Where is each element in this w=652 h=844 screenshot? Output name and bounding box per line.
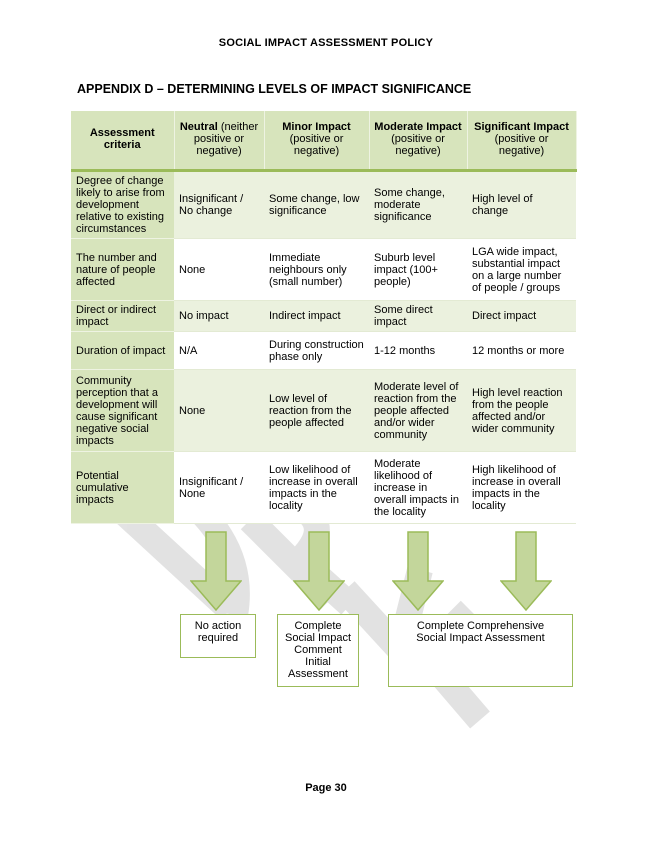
table-cell: 12 months or more [467, 331, 576, 370]
significant-impact-column-header: Significant Impact (positive or negative… [467, 111, 577, 172]
table-cell: Some change, moderate significance [369, 170, 467, 239]
row-criterion: Community perception that a development … [71, 369, 174, 452]
outcome-initial-assessment: Complete Social Impact Comment Initial A… [277, 614, 359, 687]
table-cell: None [174, 369, 264, 452]
outcome-comprehensive-assessment: Complete Comprehensive Social Impact Ass… [388, 614, 573, 687]
table-cell: Direct impact [467, 300, 576, 332]
table-row: Potential cumulative impacts Insignifica… [71, 451, 576, 524]
arrow-down-icon [500, 531, 552, 611]
table-cell: LGA wide impact, substantial impact on a… [467, 238, 576, 301]
table-cell: No impact [174, 300, 264, 332]
table-cell: Insignificant / None [174, 451, 264, 524]
row-criterion: The number and nature of people affected [71, 238, 174, 301]
table-cell: High level reaction from the people affe… [467, 369, 576, 452]
arrow-down-icon [392, 531, 444, 611]
moderate-impact-column-header: Moderate Impact (positive or negative) [369, 111, 468, 172]
arrow-down-icon [293, 531, 345, 611]
table-cell: Moderate likelihood of increase in overa… [369, 451, 467, 524]
table-cell: During construction phase only [264, 331, 369, 370]
table-cell: Some direct impact [369, 300, 467, 332]
table-row: Community perception that a development … [71, 369, 576, 452]
table-row: The number and nature of people affected… [71, 238, 576, 301]
row-criterion: Potential cumulative impacts [71, 451, 174, 524]
table-cell: Moderate level of reaction from the peop… [369, 369, 467, 452]
row-criterion: Degree of change likely to arise from de… [71, 170, 174, 239]
table-cell: High level of change [467, 170, 576, 239]
row-criterion: Direct or indirect impact [71, 300, 174, 332]
table-row: Degree of change likely to arise from de… [71, 170, 576, 239]
table-cell: None [174, 238, 264, 301]
impact-significance-table: Assessment criteria Neutral (neither pos… [71, 111, 577, 524]
table-cell: Low level of reaction from the people af… [264, 369, 369, 452]
appendix-title: APPENDIX D – DETERMINING LEVELS OF IMPAC… [77, 82, 472, 96]
page-number: Page 30 [305, 782, 347, 794]
table-cell: Suburb level impact (100+ people) [369, 238, 467, 301]
table-cell: Some change, low significance [264, 170, 369, 239]
table-cell: N/A [174, 331, 264, 370]
minor-impact-column-header: Minor Impact (positive or negative) [264, 111, 370, 172]
table-row: Direct or indirect impact No impact Indi… [71, 300, 576, 332]
outcome-no-action: No action required [180, 614, 256, 658]
table-row: Duration of impact N/A During constructi… [71, 331, 576, 370]
table-cell: Indirect impact [264, 300, 369, 332]
document-header: SOCIAL IMPACT ASSESSMENT POLICY [218, 37, 434, 49]
criteria-column-header: Assessment criteria [71, 111, 175, 172]
arrow-down-icon [190, 531, 242, 611]
table-cell: 1-12 months [369, 331, 467, 370]
table-header-row: Assessment criteria Neutral (neither pos… [71, 111, 577, 172]
table-cell: High likelihood of increase in overall i… [467, 451, 576, 524]
table-cell: Immediate neighbours only (small number) [264, 238, 369, 301]
row-criterion: Duration of impact [71, 331, 174, 370]
table-cell: Insignificant / No change [174, 170, 264, 239]
table-cell: Low likelihood of increase in overall im… [264, 451, 369, 524]
neutral-column-header: Neutral (neither positive or negative) [174, 111, 265, 172]
